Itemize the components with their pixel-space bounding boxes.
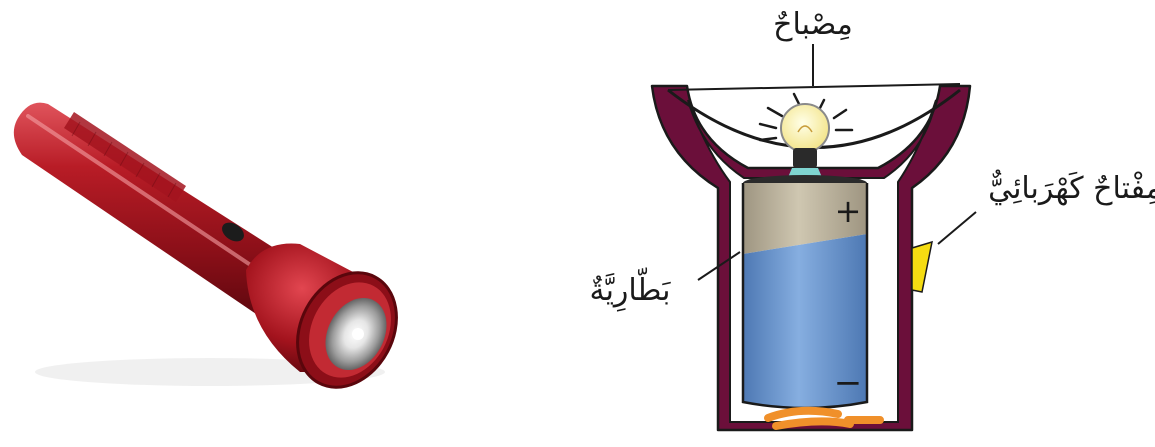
battery-negative-terminal: − <box>834 363 863 403</box>
battery: + − <box>743 175 867 408</box>
battery-label: بَطّارِيَّةٌ <box>589 267 671 312</box>
electric-switch <box>912 242 932 292</box>
lamp-label: مِصْباحٌ <box>773 7 853 42</box>
cross-section: + − مِصْباحٌ مِفْتاحٌ كَهْرَبائِيٌّ بَطّ… <box>589 7 1155 430</box>
switch-leader-line <box>938 212 976 244</box>
switch-label: مِفْتاحٌ كَهْرَبائِيٌّ <box>988 170 1155 206</box>
battery-positive-terminal: + <box>835 192 862 230</box>
flashlight-photo <box>14 103 416 405</box>
